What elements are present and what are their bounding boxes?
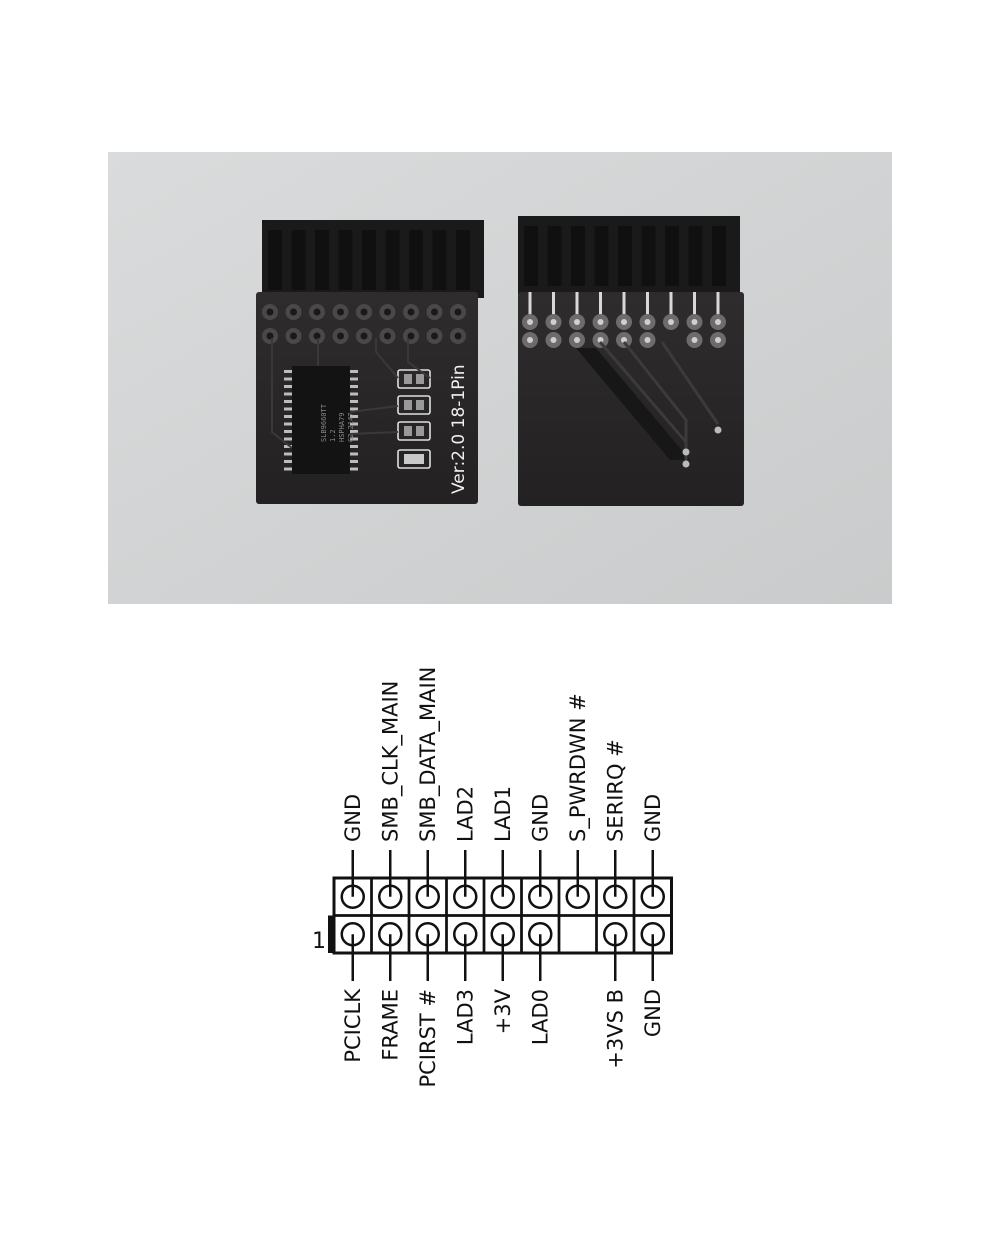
chip-leg — [350, 407, 358, 411]
header-pin — [669, 292, 673, 322]
pcb-traces-front — [271, 338, 431, 449]
chip-leg — [284, 370, 292, 373]
smd-components — [397, 369, 431, 469]
chip-leg — [284, 460, 292, 463]
chip-leg — [284, 445, 292, 448]
chip-leg — [284, 400, 292, 403]
pin-label: S_PWRDWN # — [566, 693, 591, 842]
pin-label: LAD0 — [528, 989, 552, 1045]
chip-leg — [350, 430, 358, 433]
tpm-board-front: SLB9660TT1.2HSPHA79G2 2147 Ver:2.0 18-1P… — [256, 220, 484, 504]
chip-leg — [350, 392, 358, 396]
pin-label: GND — [341, 794, 365, 842]
chip-leg — [350, 415, 358, 418]
chip-leg — [284, 407, 292, 411]
pin-label: LAD2 — [453, 786, 477, 842]
connector-slot — [524, 226, 538, 286]
pin-cell — [557, 914, 598, 955]
pin-label: GND — [641, 989, 665, 1037]
pin-label: SMB_CLK_MAIN — [378, 681, 403, 842]
chip-leg — [350, 467, 358, 471]
pin-label: +3V — [491, 988, 515, 1034]
header-pin — [646, 292, 649, 322]
connector-slot — [362, 230, 376, 290]
product-photo: SLB9660TT1.2HSPHA79G2 2147 Ver:2.0 18-1P… — [108, 152, 892, 604]
chip-leg — [350, 385, 358, 388]
chip-leg — [284, 422, 292, 426]
connector-slot — [268, 230, 282, 290]
chip-marking: SLB9660TT1.2HSPHA79G2 2147 — [320, 403, 355, 442]
chip-leg — [284, 437, 292, 441]
connector-slot — [594, 226, 609, 286]
pin-label: LAD3 — [453, 989, 477, 1045]
pin-label: GND — [528, 794, 552, 842]
chip-leg — [350, 445, 358, 448]
header-pin — [528, 292, 532, 322]
connector-slot — [571, 226, 585, 286]
chip-leg — [284, 392, 292, 396]
chip-marking-line: HSPHA79 — [338, 412, 346, 442]
pcb-front — [256, 292, 478, 504]
connector-slot — [385, 230, 400, 290]
pin-label: SMB_DATA_MAIN — [416, 667, 441, 842]
pin-label: +3VS B — [603, 989, 627, 1069]
tpm-chip — [292, 366, 350, 474]
pin-label: PCIRST # — [416, 989, 440, 1088]
connector-slot — [409, 230, 423, 290]
chip-leg — [350, 377, 358, 381]
pin-label: GND — [641, 794, 665, 842]
chip-leg — [284, 385, 292, 388]
header-pin — [575, 292, 579, 322]
chip-leg — [284, 430, 292, 433]
connector-slot — [432, 230, 447, 290]
pin-label: FRAME — [378, 989, 402, 1061]
chip-leg — [350, 437, 358, 441]
pin-one-bar — [328, 915, 334, 953]
chip-leg — [284, 415, 292, 418]
chip-leg — [284, 467, 292, 471]
chip-marking-line: 1.2 — [329, 429, 337, 442]
connector-slot — [618, 226, 632, 286]
connector-slot — [688, 226, 703, 286]
chip-leg — [350, 400, 358, 403]
connector-slot — [338, 230, 353, 290]
connector-slot — [665, 226, 679, 286]
header-pin — [716, 292, 720, 322]
chip-leg — [284, 377, 292, 381]
header-pin — [693, 292, 696, 322]
connector-slot — [547, 226, 562, 286]
pin-label: PCICLK — [341, 988, 365, 1063]
connector-slot — [315, 230, 329, 290]
pin-label: LAD1 — [491, 786, 515, 842]
pcb-traces-back — [576, 341, 722, 468]
chip-leg — [350, 370, 358, 373]
header-pin — [622, 292, 626, 322]
header-pin — [599, 292, 602, 322]
chip-leg — [350, 422, 358, 426]
chip-leg — [350, 460, 358, 463]
board-version-marking: Ver:2.0 18-1Pin — [449, 364, 469, 494]
header-pin — [552, 292, 555, 322]
pin-label: SERIRQ # — [603, 739, 627, 842]
connector-slot — [641, 226, 656, 286]
photo-background — [108, 152, 892, 604]
pin-one-marker: 1 — [312, 929, 326, 954]
tpm-board-back — [518, 216, 744, 506]
chip-leg — [350, 452, 358, 456]
connector-slot — [712, 226, 726, 286]
chip-leg — [284, 452, 292, 456]
chip-marking-line: G2 2147 — [347, 412, 355, 442]
chip-marking-line: SLB9660TT — [320, 403, 328, 442]
connector-slot — [456, 230, 470, 290]
connector-slot — [291, 230, 306, 290]
